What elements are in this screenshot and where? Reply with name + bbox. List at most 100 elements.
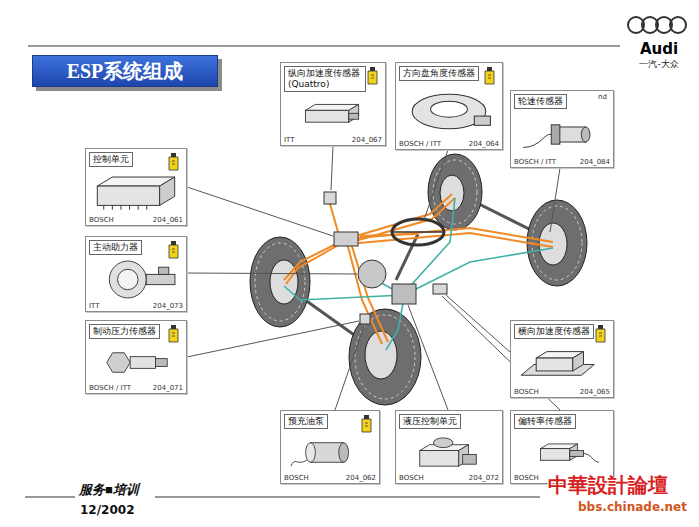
steering-spoke [392, 231, 444, 233]
part-drawing [291, 443, 349, 466]
manufacturer-name: ITT [284, 136, 295, 145]
part-outline [130, 357, 155, 369]
icon-body [169, 157, 178, 170]
manufacturer-name: BOSCH / ITT [399, 140, 441, 149]
part-outline [138, 205, 139, 209]
heading-box: 方向盘角度传感器 [399, 66, 479, 81]
component-name: 控制单元 [93, 154, 129, 165]
wheels [250, 154, 587, 405]
component-name: 方向盘角度传感器 [403, 68, 475, 79]
icon-cap [598, 325, 603, 329]
connector-icon [362, 415, 371, 432]
wire [350, 240, 388, 342]
part-outline [306, 443, 316, 463]
heading-box: 横向加速度传感器 [514, 324, 594, 339]
connector-icon [485, 67, 494, 84]
sensor-box [360, 314, 370, 324]
icon-body [169, 245, 178, 258]
part-number: 204_084 [580, 158, 610, 167]
icon-mark [371, 75, 374, 78]
component-name: 制动压力传感器 [93, 326, 156, 337]
part-outline [339, 443, 349, 463]
part-drawing [523, 125, 590, 148]
part-outline [349, 104, 359, 122]
part-outline [291, 460, 307, 466]
title-banner: ESP系统组成 [32, 55, 218, 87]
tire [349, 309, 421, 405]
panel-footer: ITT204_073 [86, 302, 186, 311]
part-outline [570, 451, 584, 457]
icon-body [169, 329, 178, 342]
part-outline [156, 359, 168, 367]
part-outline [573, 352, 584, 371]
leader-line [550, 168, 560, 232]
part-outline [551, 125, 560, 144]
icon-cap [487, 67, 492, 71]
component-panel: BOSCH偏转率传感器 [510, 410, 614, 484]
icon-cap [370, 67, 375, 71]
panel-footer: BOSCH204_062 [281, 474, 379, 483]
component-name: 液压控制单元 [403, 416, 457, 427]
part-number: 204_061 [153, 216, 183, 225]
heading-box: 控制单元 [89, 152, 133, 167]
connector-icon [368, 67, 377, 84]
steering-wheel [392, 219, 444, 245]
top-rule [28, 46, 620, 47]
manufacturer-name: ITT [89, 302, 100, 311]
part-outline [463, 454, 477, 464]
part-drawing [420, 438, 477, 466]
component-name: 主动助力器 [93, 242, 138, 253]
part-number: 204_067 [352, 136, 382, 145]
component-panel: BOSCH204_062预充油泵 [280, 410, 380, 484]
icon-mark [172, 161, 175, 164]
heading-box: 纵向加速度传感器 (Quattro) [284, 66, 366, 92]
part-outline [474, 116, 490, 125]
part-outline [581, 127, 590, 142]
panel-footer: BOSCH204_061 [86, 216, 186, 225]
connector-icon [169, 241, 178, 258]
connector-icon [596, 325, 605, 342]
booster-drum [358, 260, 386, 288]
icon-cap [364, 415, 369, 419]
audi-rings [628, 17, 686, 33]
panel-footer: BOSCH204_072 [396, 474, 502, 483]
icon-body [485, 71, 494, 84]
part-outline [159, 267, 169, 274]
watermark: 中華設計論壇 [548, 473, 668, 497]
hub [440, 175, 464, 211]
component-name: 横向加速度传感器 [518, 326, 590, 337]
part-drawing [305, 104, 358, 122]
leader-line [335, 326, 364, 410]
title-text: ESP系统组成 [47, 58, 203, 84]
icon-body [368, 71, 377, 84]
part-outline [97, 186, 159, 205]
hub [539, 223, 567, 265]
icon-body [362, 419, 371, 432]
tire [527, 200, 587, 286]
panel-footer: BOSCH / ITT204_064 [396, 140, 502, 149]
part-outline [431, 101, 468, 117]
date-label: 12/2002 [80, 503, 134, 517]
wire [330, 204, 338, 232]
heading-box: 主动助力器 [89, 240, 142, 255]
component-panel: BOSCH / ITT204_064 方向盘角度传感器 [395, 62, 503, 150]
part-drawing [107, 353, 167, 373]
panel-footer: BOSCH / ITT204_084 [511, 158, 613, 167]
icon-mark [172, 249, 175, 252]
part-number: 204_062 [346, 474, 376, 483]
part-outline [103, 205, 104, 209]
part-outline [146, 274, 175, 284]
brake-line [404, 248, 553, 295]
part-drawing [541, 444, 600, 462]
part-outline [349, 113, 359, 119]
part-outline [523, 134, 551, 147]
leader-lines [187, 146, 560, 410]
tread [532, 206, 582, 280]
leader-line [446, 295, 510, 352]
bottom-rule [155, 497, 540, 498]
control-unit-box [334, 232, 358, 246]
leader-line [187, 321, 359, 357]
component-panel: ITT204_073 主动助力器 [85, 236, 187, 312]
part-outline [433, 438, 453, 448]
car-components [324, 192, 447, 324]
